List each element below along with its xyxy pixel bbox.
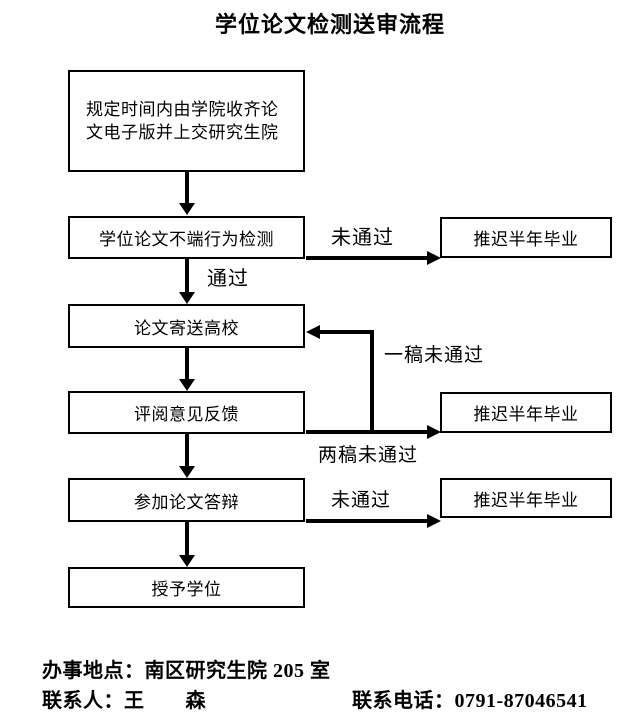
node-thesis-defense: 参加论文答辩 — [68, 478, 305, 522]
node-delay-graduation-2: 推迟半年毕业 — [440, 392, 612, 433]
footer-office-location: 办事地点：南区研究生院 205 室 — [42, 660, 331, 682]
page-title: 学位论文检测送审流程 — [214, 12, 445, 37]
node-collect-thesis-label: 规定时间内由学院收齐论文电子版并上交研究生院 — [86, 100, 279, 142]
node-review-feedback-label: 评阅意见反馈 — [134, 405, 239, 424]
arrowhead-left-icon — [306, 325, 320, 339]
arrowhead-down-icon — [179, 203, 195, 215]
arrowhead-right-icon — [427, 251, 441, 265]
label-fail-defense: 未通过 — [331, 490, 392, 511]
footer-contact-phone: 联系电话：0791-87046541 — [352, 690, 588, 712]
node-misconduct-check: 学位论文不端行为检测 — [68, 216, 305, 259]
node-send-universities: 论文寄送高校 — [68, 304, 305, 348]
arrowhead-down-icon — [179, 292, 195, 304]
arrowhead-right-icon — [427, 425, 441, 439]
node-review-feedback: 评阅意见反馈 — [68, 391, 305, 434]
label-fail-check: 未通过 — [331, 227, 394, 249]
node-misconduct-check-label: 学位论文不端行为检测 — [99, 230, 274, 249]
node-collect-thesis: 规定时间内由学院收齐论文电子版并上交研究生院 — [68, 70, 305, 172]
arrowhead-down-icon — [179, 555, 195, 567]
node-delay-graduation-3: 推迟半年毕业 — [440, 478, 612, 518]
node-thesis-defense-label: 参加论文答辩 — [134, 492, 239, 512]
node-delay-graduation-1: 推迟半年毕业 — [440, 217, 612, 258]
node-send-universities-label: 论文寄送高校 — [134, 318, 239, 338]
node-delay-graduation-3-label: 推迟半年毕业 — [473, 490, 579, 510]
node-confer-degree-label: 授予学位 — [151, 580, 222, 599]
node-delay-graduation-2-label: 推迟半年毕业 — [473, 405, 579, 424]
arrowhead-down-icon — [179, 466, 195, 478]
node-confer-degree: 授予学位 — [68, 567, 305, 608]
footer-contact-person: 联系人：王 森 — [42, 690, 206, 712]
node-delay-graduation-1-label: 推迟半年毕业 — [473, 230, 579, 249]
arrowhead-right-icon — [427, 514, 441, 528]
label-pass: 通过 — [207, 268, 249, 290]
label-second-draft-fail: 两稿未通过 — [318, 445, 419, 466]
arrowhead-down-icon — [179, 379, 195, 391]
label-first-draft-fail: 一稿未通过 — [384, 345, 485, 366]
